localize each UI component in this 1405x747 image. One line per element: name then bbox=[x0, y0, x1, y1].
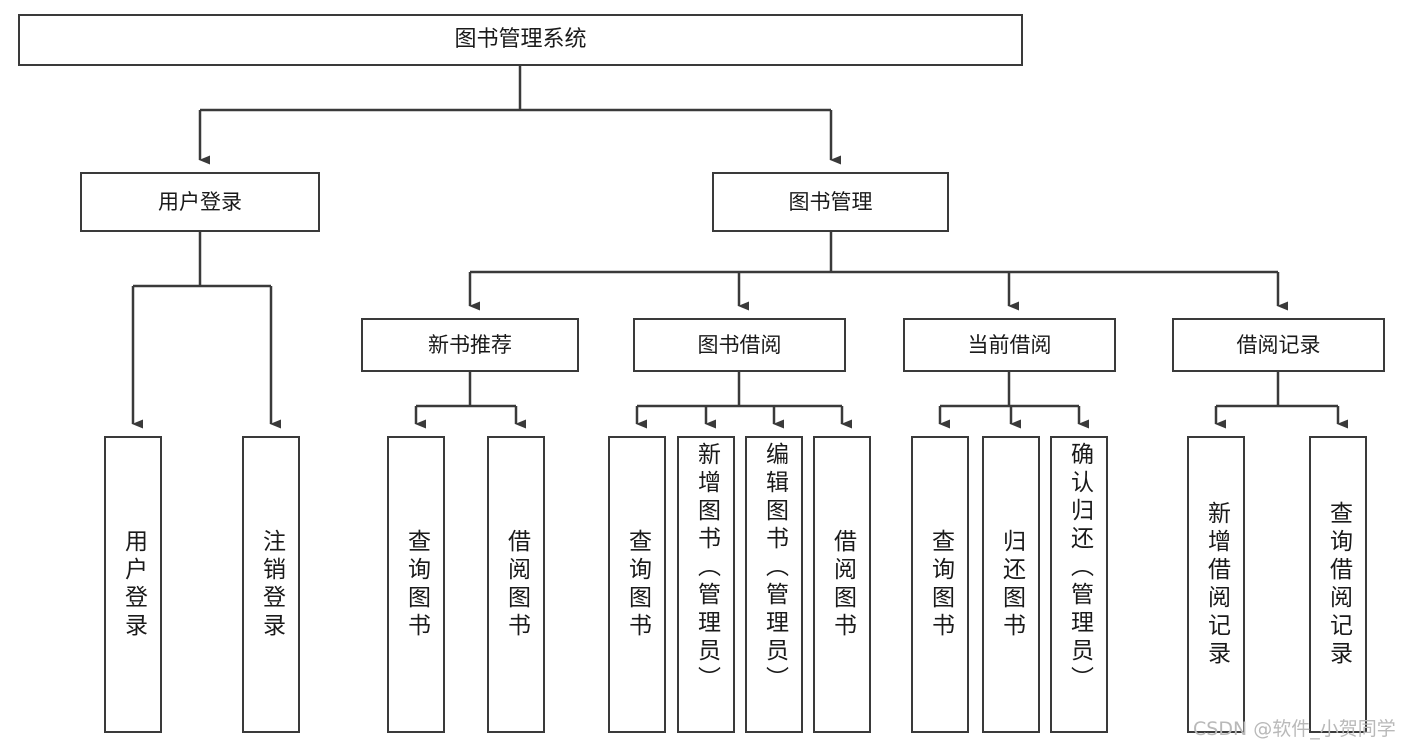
leaf-borrow-book-label: 借阅图书 bbox=[829, 528, 856, 641]
leaf-return-book-label: 归还图书 bbox=[998, 528, 1025, 641]
node-borrow-records-label: 借阅记录 bbox=[1236, 332, 1321, 357]
leaf-logout[interactable]: 注销登录 bbox=[242, 436, 300, 733]
leaf-edit-book-admin[interactable]: 编辑图书（管理员） bbox=[745, 436, 803, 733]
leaf-add-book-admin-label: 新增图书（管理员） bbox=[693, 442, 720, 694]
leaf-add-borrow-record-label: 新增借阅记录 bbox=[1203, 500, 1230, 669]
node-user-login-label: 用户登录 bbox=[158, 189, 242, 214]
leaf-query-book-recommend-label: 查询图书 bbox=[403, 528, 430, 641]
node-borrow-records[interactable]: 借阅记录 bbox=[1172, 318, 1385, 372]
leaf-query-book-current[interactable]: 查询图书 bbox=[911, 436, 969, 733]
leaf-borrow-book-recommend-label: 借阅图书 bbox=[503, 528, 530, 641]
leaf-query-book-recommend[interactable]: 查询图书 bbox=[387, 436, 445, 733]
node-new-book-recommend-label: 新书推荐 bbox=[428, 332, 512, 357]
leaf-user-login[interactable]: 用户登录 bbox=[104, 436, 162, 733]
leaf-borrow-book-recommend[interactable]: 借阅图书 bbox=[487, 436, 545, 733]
leaf-confirm-return-admin-label: 确认归还（管理员） bbox=[1066, 442, 1093, 694]
leaf-edit-book-admin-label: 编辑图书（管理员） bbox=[761, 442, 788, 694]
leaf-query-borrow-record[interactable]: 查询借阅记录 bbox=[1309, 436, 1367, 733]
csdn-watermark: CSDN @软件_小贺同学 bbox=[1193, 718, 1396, 740]
leaf-logout-label: 注销登录 bbox=[258, 528, 285, 641]
leaf-add-book-admin[interactable]: 新增图书（管理员） bbox=[677, 436, 735, 733]
node-user-login[interactable]: 用户登录 bbox=[80, 172, 320, 232]
node-root[interactable]: 图书管理系统 bbox=[18, 14, 1023, 66]
node-book-management[interactable]: 图书管理 bbox=[712, 172, 949, 232]
leaf-query-book-borrow-label: 查询图书 bbox=[624, 528, 651, 641]
leaf-query-borrow-record-label: 查询借阅记录 bbox=[1325, 500, 1352, 669]
leaf-query-book-borrow[interactable]: 查询图书 bbox=[608, 436, 666, 733]
leaf-add-borrow-record[interactable]: 新增借阅记录 bbox=[1187, 436, 1245, 733]
node-book-management-label: 图书管理 bbox=[788, 189, 873, 214]
leaf-confirm-return-admin[interactable]: 确认归还（管理员） bbox=[1050, 436, 1108, 733]
leaf-user-login-label: 用户登录 bbox=[120, 528, 147, 641]
leaf-return-book[interactable]: 归还图书 bbox=[982, 436, 1040, 733]
node-new-book-recommend[interactable]: 新书推荐 bbox=[361, 318, 579, 372]
node-book-borrow[interactable]: 图书借阅 bbox=[633, 318, 846, 372]
node-root-label: 图书管理系统 bbox=[454, 27, 587, 53]
leaf-borrow-book[interactable]: 借阅图书 bbox=[813, 436, 871, 733]
node-book-borrow-label: 图书借阅 bbox=[697, 332, 782, 357]
node-current-borrow-label: 当前借阅 bbox=[967, 332, 1052, 357]
leaf-query-book-current-label: 查询图书 bbox=[927, 528, 954, 641]
node-current-borrow[interactable]: 当前借阅 bbox=[903, 318, 1116, 372]
